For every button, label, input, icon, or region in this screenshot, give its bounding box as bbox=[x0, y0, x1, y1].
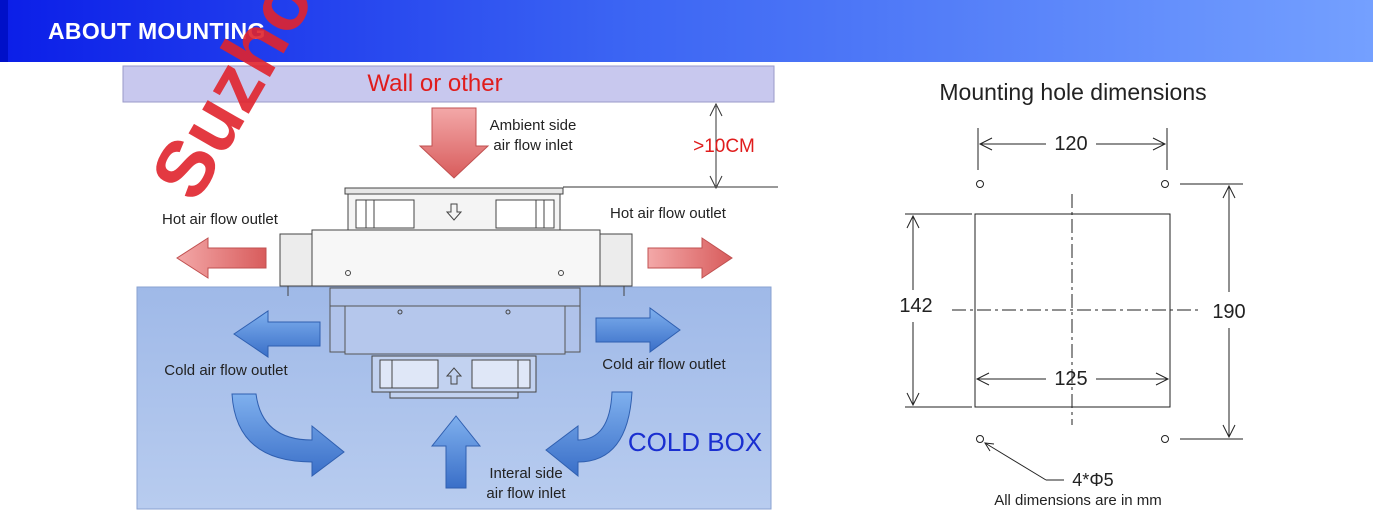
cold-outlet-left-label: Cold air flow outlet bbox=[164, 362, 288, 379]
hole-spec-label: 4*Φ5 bbox=[1072, 470, 1113, 490]
internal-inlet-label-2: air flow inlet bbox=[486, 485, 566, 502]
wall-label: Wall or other bbox=[367, 70, 502, 97]
mounting-drawing bbox=[905, 128, 1243, 481]
units-note: All dimensions are in mm bbox=[994, 492, 1162, 509]
header-accent bbox=[0, 0, 8, 62]
dim-top-label: 120 bbox=[1054, 133, 1087, 155]
internal-inlet-arrow-icon bbox=[430, 415, 482, 489]
cold-circulation-right-arrow-icon bbox=[545, 391, 633, 478]
clearance-dimension bbox=[563, 102, 778, 190]
hot-outlet-right-label: Hot air flow outlet bbox=[610, 205, 727, 222]
cooling-unit bbox=[279, 187, 633, 399]
cold-outlet-right-arrow-icon bbox=[595, 307, 681, 353]
cold-outlet-right-label: Cold air flow outlet bbox=[602, 356, 726, 373]
wall-panel bbox=[122, 65, 775, 103]
dim-right-label: 190 bbox=[1212, 301, 1245, 323]
dim-left-label: 142 bbox=[899, 295, 932, 317]
hot-outlet-left-arrow-icon bbox=[176, 237, 267, 279]
clearance-label: >10CM bbox=[693, 136, 755, 157]
ambient-inlet-label-1: Ambient side bbox=[490, 117, 577, 134]
header-bar: ABOUT MOUNTING bbox=[0, 0, 1373, 62]
hot-outlet-left-label: Hot air flow outlet bbox=[162, 211, 279, 228]
ambient-inlet-arrow-icon bbox=[418, 107, 490, 179]
dim-bottom-label: 125 bbox=[1054, 368, 1087, 390]
ambient-inlet-label-2: air flow inlet bbox=[493, 137, 573, 154]
mounting-title: Mounting hole dimensions bbox=[939, 79, 1206, 105]
cold-circulation-left-arrow-icon bbox=[231, 393, 345, 477]
internal-inlet-label-1: Interal side bbox=[489, 465, 562, 482]
hot-outlet-right-arrow-icon bbox=[647, 237, 733, 279]
cold-box-label: COLD BOX bbox=[628, 427, 762, 457]
cold-outlet-left-arrow-icon bbox=[233, 310, 321, 358]
watermark: Suzhou bbox=[134, 0, 355, 214]
page-title: ABOUT MOUNTING bbox=[48, 18, 266, 44]
